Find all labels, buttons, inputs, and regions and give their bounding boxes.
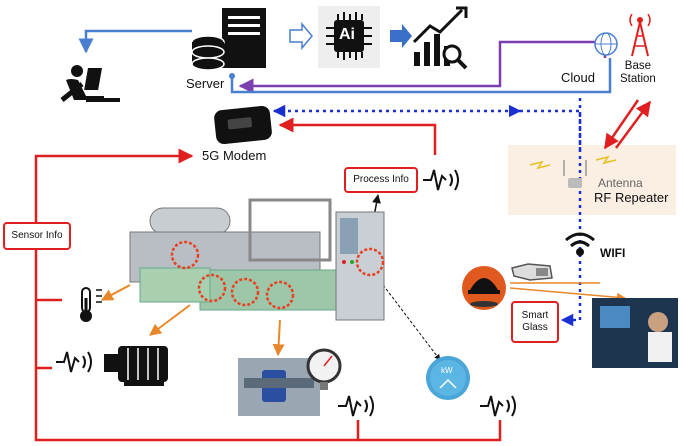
industrial-machine [129, 198, 385, 321]
process-info-box: Process Info [344, 167, 418, 193]
user-at-computer-icon [60, 65, 120, 102]
pump-valve-image [238, 358, 320, 416]
base-station-label: Base Station [620, 60, 656, 85]
sensor-info-box: Sensor Info [3, 222, 71, 250]
sensor-signal-icon [423, 169, 459, 191]
sensor-signal-icon [480, 395, 516, 417]
analytics-chart-icon [412, 6, 468, 70]
sensor-signal-icon [338, 395, 374, 417]
wifi-label: WIFI [600, 246, 626, 260]
repeater-to-base-arrow [614, 100, 652, 149]
smart-glass-box: Smart Glass [511, 301, 559, 343]
motor-icon [104, 346, 168, 386]
modem-icon [214, 105, 272, 145]
base-to-repeater-arrow [603, 99, 640, 150]
ai-chip-icon [318, 6, 380, 68]
wifi-icon [565, 232, 595, 256]
sensor-signal-icon [56, 351, 92, 373]
sensor-info-loop [34, 148, 360, 442]
server-to-user-link [78, 29, 192, 54]
pressure-gauge-icon [306, 348, 342, 390]
cloud-to-server-link [238, 40, 607, 94]
server-label: Server [186, 76, 225, 91]
server-icon [191, 8, 266, 71]
antenna-label: Antenna [598, 176, 643, 190]
cloud-label: Cloud [561, 70, 595, 85]
cloud-globe-icon [594, 32, 618, 56]
ai-chip-label: Ai [339, 26, 355, 43]
rf-repeater-device [529, 155, 617, 188]
power-meter-label: kW [441, 366, 453, 375]
ai-to-analytics-arrow [390, 24, 412, 48]
base-station-tower-icon [629, 13, 651, 57]
thermometer-icon [80, 287, 102, 322]
process-flow-arrow [289, 21, 313, 51]
safety-helmet-icon [462, 266, 506, 310]
cloud-server-feed [230, 58, 612, 94]
technician-photo [592, 298, 678, 368]
rf-repeater-panel [508, 145, 676, 215]
power-meter-icon [426, 356, 470, 400]
modem-label: 5G Modem [202, 148, 267, 163]
rf-repeater-label: RF Repeater [594, 190, 669, 205]
smart-glass-icon [511, 263, 553, 281]
process-to-modem-link [278, 117, 437, 155]
